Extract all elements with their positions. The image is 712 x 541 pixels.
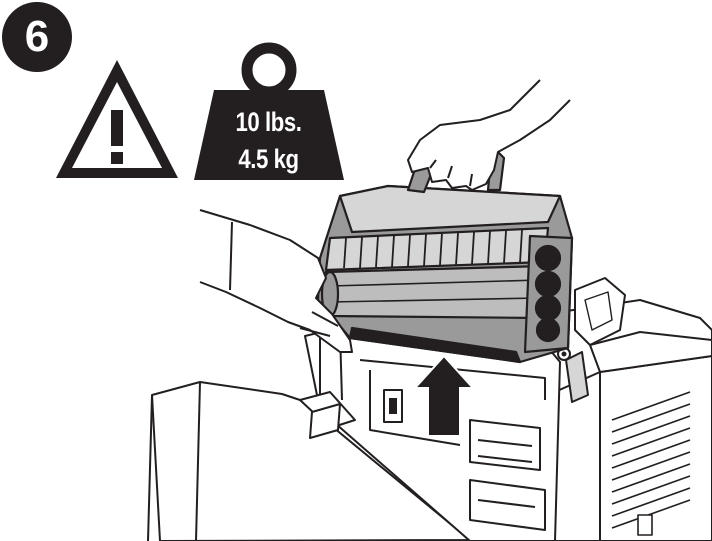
warning-triangle-icon — [56, 60, 178, 178]
weight-lbs-label: 10 lbs. — [235, 107, 302, 137]
up-arrow-icon — [412, 354, 476, 437]
step-number-badge: 6 — [2, 2, 72, 72]
drum-cartridge — [316, 148, 574, 364]
weight-icon — [194, 42, 344, 180]
hands — [199, 79, 571, 353]
weight-kg-label: 4.5 kg — [238, 144, 299, 174]
